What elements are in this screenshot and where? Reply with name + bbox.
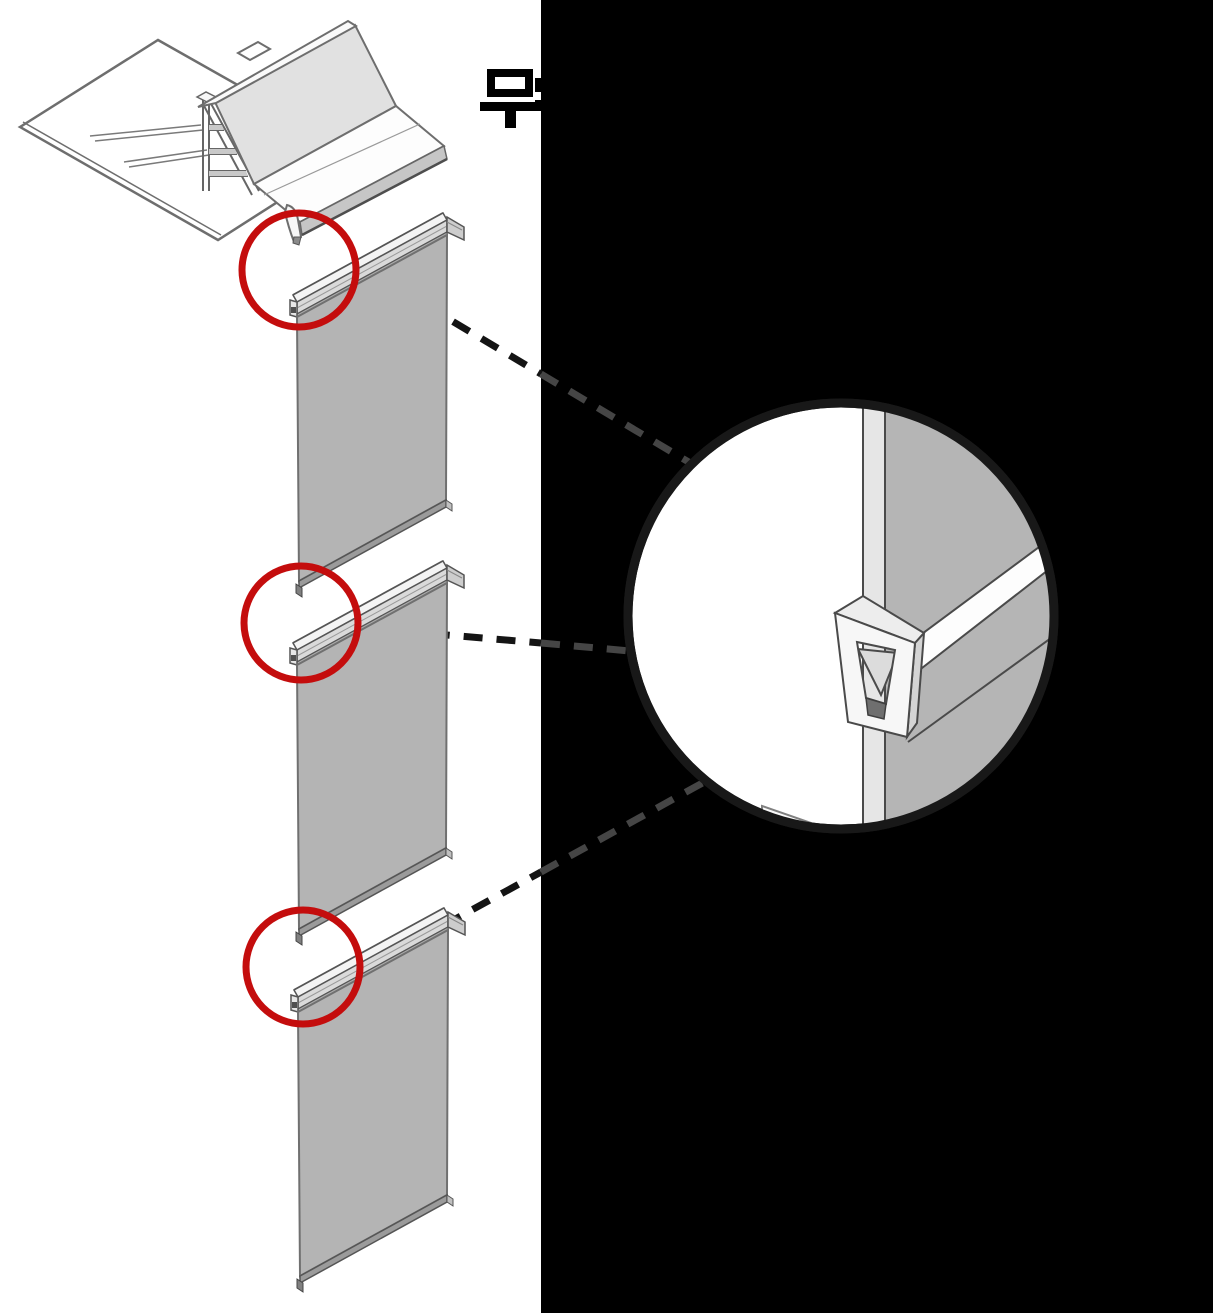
magnified-joint-detail (623, 398, 1059, 834)
title-glyph-stroke (487, 89, 533, 97)
callout-circles (238, 209, 364, 1028)
callout-circle-middle-joint (240, 562, 362, 684)
title-glyph-stroke (480, 102, 540, 111)
hanging-panel-2 (289, 560, 465, 946)
hanging-panel-1 (289, 211, 465, 598)
page-title (480, 69, 541, 128)
panel-rail-right-end-face (446, 215, 465, 242)
panel-bottom-hook-nub (295, 583, 303, 598)
truss-rung-shade (209, 125, 224, 130)
title-glyph-stroke (487, 69, 495, 97)
panel-rail-end-hole (291, 307, 296, 313)
callout-circle-bottom-joint (242, 906, 364, 1028)
title-glyph-stroke (487, 69, 533, 77)
leader-dashline-2 (364, 624, 542, 647)
detail-circle-outline (623, 398, 1059, 834)
panel-rail-groove-line (296, 225, 448, 309)
callout-circle-top-joint (238, 209, 360, 331)
title-clipped-character-fragment (535, 78, 541, 92)
roof-assembly (17, 19, 448, 246)
detail-rail-bottom-edge-line (907, 629, 1050, 743)
panel-rail-right-end-line (446, 221, 463, 231)
title-glyph-stroke (505, 111, 516, 128)
truss-rung-shade (209, 149, 237, 154)
roof-eave-end-nub (292, 236, 302, 246)
title-clipped-character-fragment (535, 100, 541, 111)
roof-purlin-lines (89, 124, 210, 168)
roof-ridge-tab (235, 40, 273, 62)
roof-left-plane-edge-line (22, 121, 222, 236)
panel-bottom-right-end-face (445, 499, 453, 512)
title-glyph-stroke (525, 69, 533, 97)
detail-clip-bottom-hole (865, 696, 887, 720)
roof-fascia-fold-line (263, 123, 421, 196)
truss-rung-shade (209, 171, 248, 176)
detail-strap-arrow-tip (856, 647, 900, 698)
hanging-panel-3 (290, 907, 466, 1293)
roof-ridge-band (197, 19, 358, 108)
leader-dashline-1-on-black (539, 370, 694, 468)
leader-dashline-2-on-black (540, 639, 631, 655)
